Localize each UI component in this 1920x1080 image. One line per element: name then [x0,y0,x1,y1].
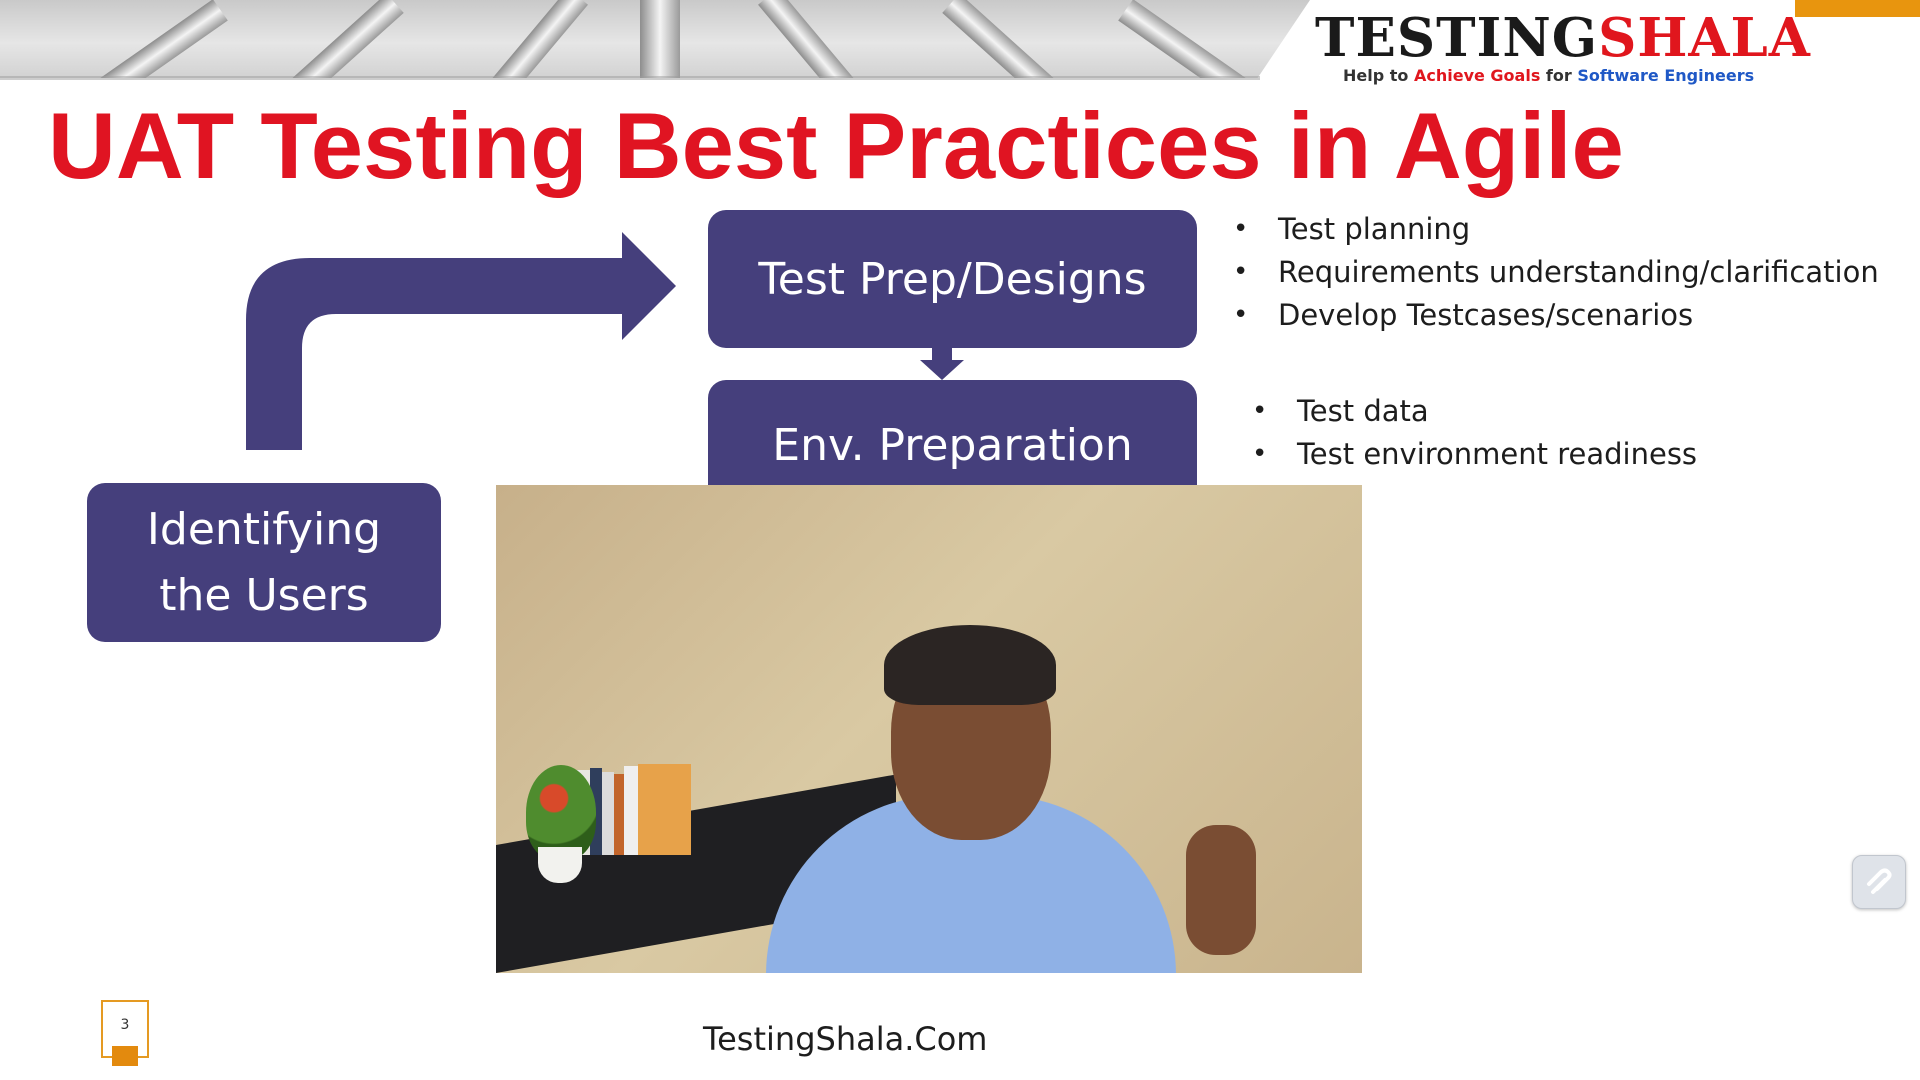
presenter-hair [884,625,1056,705]
video-plant [526,765,596,860]
test-prep-label: Test Prep/Designs [758,253,1147,305]
env-bullet-list: Test data Test environment readiness [1252,390,1697,476]
identify-users-line-1: Identifying [146,503,382,555]
footer-website: TestingShala.Com [703,1020,988,1058]
logo-tagline: Help to Achieve Goals for Software Engin… [1343,66,1795,85]
env-prep-label: Env. Preparation [772,419,1133,471]
tagline-w1: Help to [1343,66,1414,85]
slide-number-accent [112,1046,138,1066]
presenter-hand [1186,825,1256,955]
prep-bullet-list: Test planning Requirements understanding… [1233,208,1879,337]
tagline-w4: Software Engineers [1577,66,1755,85]
test-prep-box: Test Prep/Designs [708,210,1197,348]
brand-logo: TESTINGSHALA Help to Achieve Goals for S… [1315,7,1810,85]
header-banner-image [0,0,1310,78]
logo-part-testing: TESTING [1315,7,1599,69]
corner-accent [1795,0,1920,17]
logo-part-shala: SHALA [1598,7,1811,69]
logo-wordmark: TESTINGSHALA [1315,7,1810,69]
down-arrow-icon [920,346,964,380]
swipe-icon [1867,868,1892,894]
prep-bullet-item: Test planning [1233,208,1879,251]
presenter-video[interactable] [496,485,1362,973]
curved-arrow-icon [246,232,676,450]
env-bullet-item: Test environment readiness [1252,433,1697,476]
identify-users-line-2: the Users [159,569,369,621]
prep-bullet-item: Develop Testcases/scenarios [1233,294,1879,337]
slide-title: UAT Testing Best Practices in Agile [48,93,1624,198]
prep-bullet-item: Requirements understanding/clarification [1233,251,1879,294]
swipe-button[interactable] [1852,855,1906,909]
tagline-w2: Achieve Goals [1413,66,1541,85]
video-books [576,764,691,855]
identify-users-box: Identifying the Users [87,483,441,642]
video-pot [538,847,582,883]
banner-shadow [0,76,1260,80]
env-bullet-item: Test data [1252,390,1697,433]
tagline-w3: for [1540,66,1578,85]
